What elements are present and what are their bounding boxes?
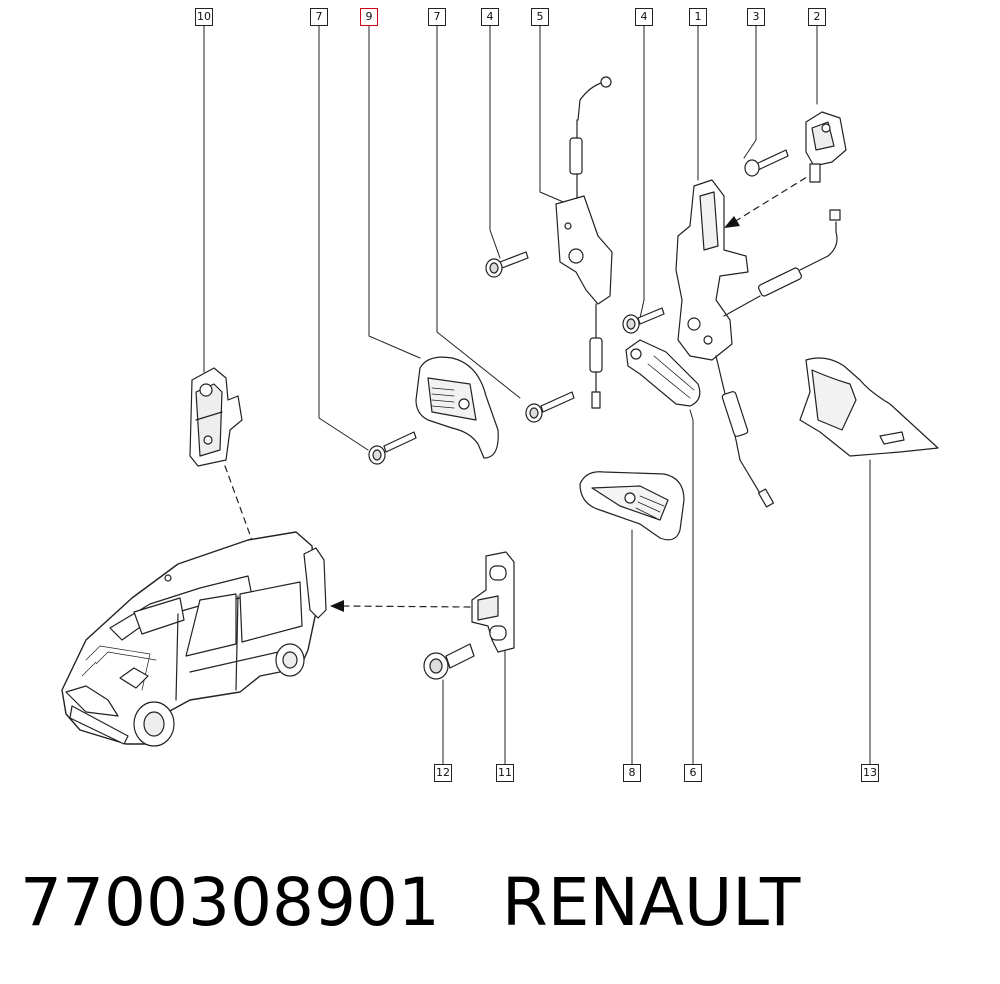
part-6-lever — [625, 339, 701, 407]
callout-5: 5 — [531, 8, 549, 26]
part-1-lock-mechanism — [675, 179, 841, 508]
part-10-hinge — [189, 367, 243, 467]
part-8-bezel — [579, 471, 685, 541]
brand-name: RENAULT — [501, 864, 801, 941]
callout-4-right: 4 — [635, 8, 653, 26]
callout-2: 2 — [808, 8, 826, 26]
part-2-actuator — [805, 111, 847, 183]
callout-7-left: 7 — [310, 8, 328, 26]
part-5-lock — [555, 76, 613, 409]
assembly-arrows — [224, 171, 816, 608]
leader-lines — [203, 24, 871, 766]
screw-4a — [485, 251, 529, 278]
part-9-handle — [415, 356, 499, 459]
callout-11: 11 — [496, 764, 514, 782]
part-11-striker — [471, 551, 515, 653]
callout-1: 1 — [689, 8, 707, 26]
part-13-cover — [799, 357, 939, 457]
callout-13: 13 — [861, 764, 879, 782]
callout-4-left: 4 — [481, 8, 499, 26]
callout-9-highlighted: 9 — [360, 8, 378, 26]
callout-10: 10 — [195, 8, 213, 26]
callout-3: 3 — [747, 8, 765, 26]
part-number: 7700308901 — [20, 864, 440, 941]
callout-6: 6 — [684, 764, 702, 782]
callout-12: 12 — [434, 764, 452, 782]
van-illustration — [61, 531, 327, 747]
screw-3 — [744, 149, 789, 177]
screw-7b — [525, 391, 575, 423]
parts-diagram — [61, 24, 939, 766]
callout-7-right: 7 — [428, 8, 446, 26]
caption: 7700308901 RENAULT — [20, 858, 800, 948]
screw-7a — [368, 431, 417, 465]
callout-8: 8 — [623, 764, 641, 782]
screw-4b — [622, 307, 665, 334]
screw-12 — [423, 643, 475, 680]
